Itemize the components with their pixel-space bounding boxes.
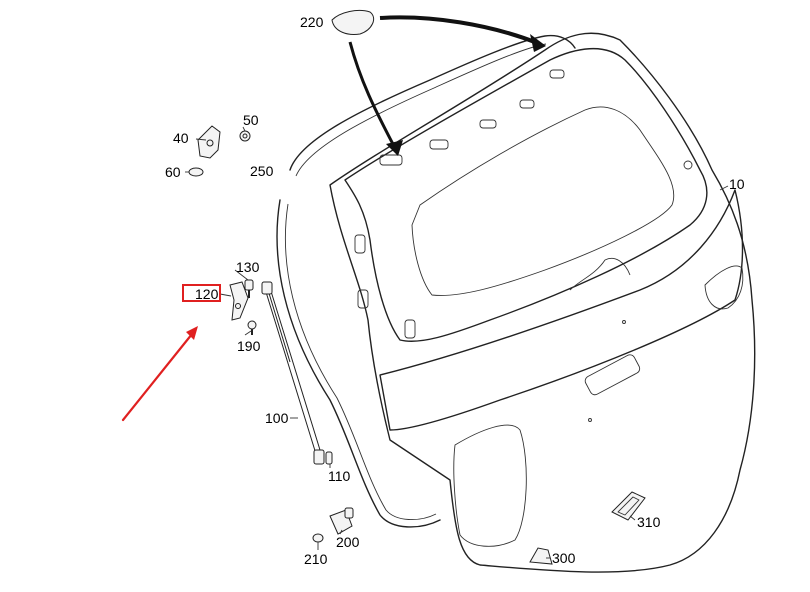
cap-210 xyxy=(312,533,324,543)
callout-120: 120 xyxy=(195,286,219,302)
tailgate-panel xyxy=(329,32,756,573)
callout-200: 200 xyxy=(336,534,360,550)
frame-stampings xyxy=(354,69,693,422)
callout-60: 60 xyxy=(165,164,181,180)
assembly-arrow-220-b xyxy=(348,41,397,149)
license-plate-recess xyxy=(453,424,527,547)
rear-window-opening xyxy=(411,106,675,296)
nut-50 xyxy=(239,130,251,142)
bolt-190 xyxy=(247,320,257,335)
highlight-pointer-arrow xyxy=(121,326,198,422)
tailgate-seal xyxy=(276,34,576,528)
gas-strut xyxy=(261,281,325,465)
handle-recess xyxy=(584,354,641,396)
callout-50: 50 xyxy=(243,112,259,128)
tailgate-seal-inner xyxy=(284,43,547,520)
bolt-110 xyxy=(325,451,333,465)
tailgate-lower-lip xyxy=(379,189,744,431)
callout-130: 130 xyxy=(236,259,260,275)
callout-110: 110 xyxy=(328,468,351,484)
grommet-310 xyxy=(611,491,646,521)
tailgate-window-frame xyxy=(344,48,708,342)
callout-190: 190 xyxy=(237,338,261,354)
callout-100: 100 xyxy=(265,410,289,426)
strut-bracket xyxy=(229,281,249,321)
hinge-bracket xyxy=(197,125,221,159)
callout-40: 40 xyxy=(173,130,189,146)
highlight-box-120 xyxy=(182,284,221,302)
callout-300: 300 xyxy=(552,550,576,566)
callout-250: 250 xyxy=(250,163,274,179)
buffer-200 xyxy=(329,507,354,535)
callout-210: 210 xyxy=(304,551,328,567)
leader-lines xyxy=(185,126,729,559)
callout-10: 10 xyxy=(729,176,745,192)
washer-60 xyxy=(188,167,204,177)
callout-310: 310 xyxy=(637,514,661,530)
light-recess xyxy=(704,265,744,310)
cover-220 xyxy=(331,9,375,35)
callout-220: 220 xyxy=(300,14,324,30)
bolt-130 xyxy=(244,279,254,298)
bumper-pad-300 xyxy=(529,547,553,565)
assembly-arrow-220-a xyxy=(379,15,541,46)
